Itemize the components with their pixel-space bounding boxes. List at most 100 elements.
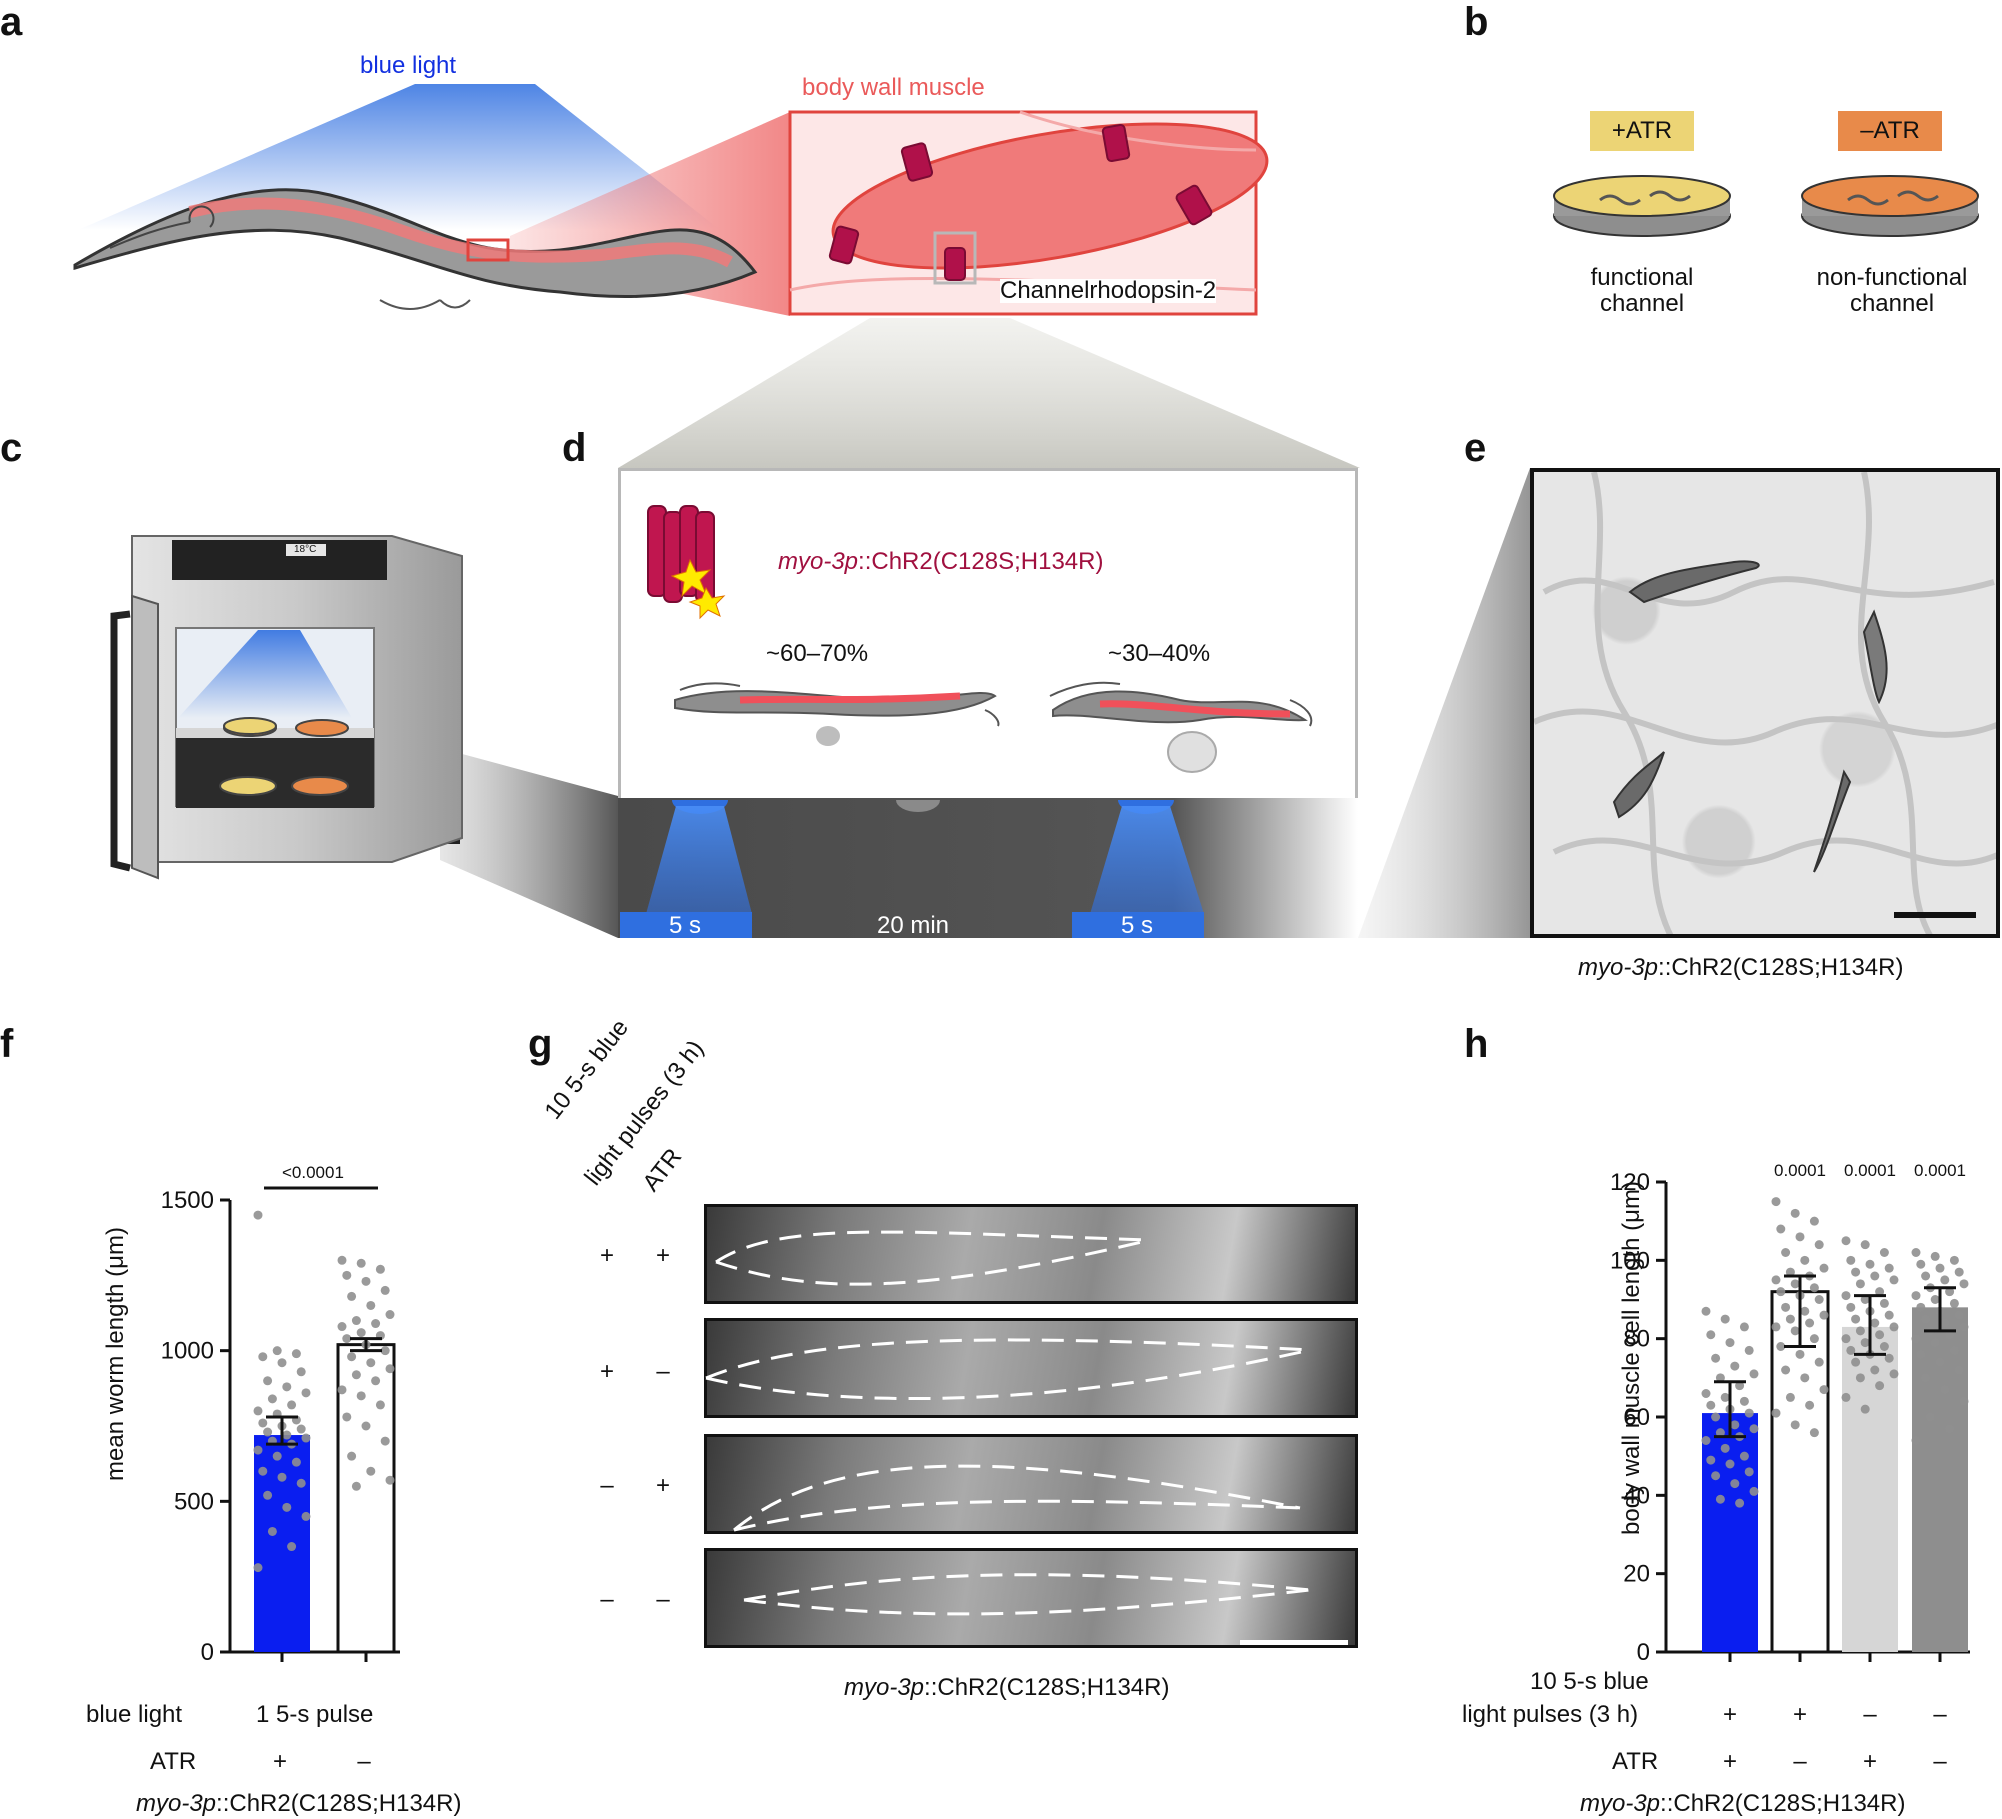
h-point-2-18 (1870, 1318, 1880, 1328)
h-point-0-32 (1735, 1498, 1745, 1508)
panel-label-c: c (0, 426, 23, 470)
g-row2-atr: – (656, 1358, 670, 1385)
h-point-2-14 (1846, 1302, 1856, 1312)
h-point-1-27 (1814, 1357, 1824, 1367)
h-point-3-31 (1925, 1412, 1935, 1422)
f-point-0-10 (287, 1400, 297, 1410)
f-caption-italic: myo-3p (136, 1790, 217, 1817)
f-point-0-16 (296, 1424, 306, 1434)
blue-light-label: blue light (360, 52, 457, 79)
f-ytick-label-0: 0 (201, 1639, 214, 1666)
f-point-1-3 (342, 1270, 352, 1280)
h-point-1-33 (1771, 1408, 1781, 1418)
g-image-row-1 (704, 1204, 1358, 1304)
h-point-0-12 (1720, 1392, 1730, 1402)
f-point-0-32 (287, 1542, 297, 1552)
h-point-2-21 (1875, 1330, 1885, 1340)
nonfunctional-label-2: channel (1849, 290, 1935, 317)
f-point-1-2 (375, 1264, 385, 1274)
h-point-1-6 (1781, 1248, 1791, 1257)
h-point-0-22 (1701, 1436, 1711, 1445)
h-point-3-26 (1935, 1357, 1945, 1367)
f-point-0-0 (253, 1210, 263, 1220)
f-point-0-22 (253, 1445, 263, 1455)
h-point-0-27 (1744, 1467, 1754, 1477)
h-point-2-22 (1841, 1334, 1851, 1344)
panel-label-a: a (0, 0, 23, 44)
f-point-1-5 (380, 1285, 390, 1295)
h-point-1-35 (1809, 1428, 1819, 1438)
f-point-1-30 (385, 1475, 395, 1485)
g-row1-light: + (599, 1242, 614, 1269)
f-point-1-4 (361, 1276, 371, 1286)
f-point-0-26 (277, 1472, 287, 1482)
h-point-0-19 (1749, 1424, 1759, 1434)
h-point-3-33 (1911, 1436, 1921, 1445)
h-point-3-22 (1911, 1334, 1921, 1344)
f-point-0-14 (258, 1418, 268, 1428)
f-point-1-22 (337, 1385, 347, 1395)
h-point-0-7 (1730, 1361, 1740, 1371)
h-point-3-18 (1940, 1318, 1950, 1328)
f-point-0-7 (282, 1382, 292, 1392)
g-image-row-2 (704, 1318, 1358, 1418)
h-point-0-20 (1715, 1428, 1725, 1438)
h-point-0-9 (1715, 1373, 1725, 1383)
f-point-1-16 (380, 1346, 390, 1356)
h-point-0-1 (1720, 1314, 1730, 1324)
h-point-3-29 (1940, 1385, 1950, 1395)
h-point-2-27 (1884, 1353, 1894, 1363)
h-row1-val-4: – (1933, 1701, 1947, 1728)
h-ytick-label-6: 120 (1610, 1169, 1650, 1196)
f-point-1-12 (356, 1328, 366, 1338)
h-point-0-3 (1706, 1330, 1716, 1340)
h-point-0-30 (1749, 1486, 1759, 1496)
h-point-3-30 (1959, 1396, 1969, 1406)
f-point-0-11 (253, 1406, 263, 1416)
h-point-0-17 (1711, 1412, 1721, 1422)
h-point-3-2 (1949, 1255, 1959, 1265)
h-point-3-12 (1930, 1295, 1940, 1304)
plus-atr-badge: +ATR (1590, 111, 1694, 151)
h-ytick-label-3: 60 (1623, 1404, 1650, 1431)
h-ytick-label-2: 40 (1623, 1482, 1650, 1509)
f-point-1-25 (342, 1412, 352, 1422)
d-construct-italic: myo-3p (778, 548, 859, 575)
interval-label: 20 min (876, 912, 950, 939)
h-point-1-0 (1771, 1197, 1781, 1207)
f-ytick-label-2: 1000 (161, 1338, 214, 1365)
f-point-0-27 (296, 1478, 306, 1488)
h-point-1-24 (1809, 1334, 1819, 1344)
h-point-0-24 (1739, 1451, 1749, 1461)
h-point-0-26 (1725, 1459, 1735, 1469)
d-construct-label: myo-3p::ChR2(C128S;H134R) (778, 550, 1103, 574)
h-point-0-13 (1739, 1396, 1749, 1406)
h-point-0-10 (1735, 1381, 1745, 1391)
h-point-1-9 (1785, 1267, 1795, 1277)
h-point-1-16 (1814, 1295, 1824, 1304)
h-point-3-8 (1959, 1279, 1969, 1289)
h-point-3-6 (1921, 1271, 1931, 1281)
h-point-2-16 (1884, 1310, 1894, 1320)
g-image-row-4 (704, 1548, 1358, 1648)
h-point-1-8 (1819, 1263, 1829, 1273)
h-point-2-30 (1889, 1369, 1899, 1379)
f-point-0-3 (258, 1352, 268, 1362)
h-point-1-17 (1781, 1302, 1791, 1312)
h-point-1-30 (1819, 1385, 1829, 1395)
f-point-1-31 (351, 1481, 361, 1491)
g-caption: myo-3p::ChR2(C128S;H134R) (844, 1676, 1169, 1700)
f-point-0-1 (272, 1346, 282, 1356)
f-ytick-label-1: 500 (174, 1488, 214, 1515)
h-point-3-16 (1954, 1310, 1964, 1320)
h-row2-val-2: – (1793, 1748, 1807, 1775)
g-image-row-3 (704, 1434, 1358, 1534)
h-row1-val-3: – (1863, 1701, 1877, 1728)
h-ytick-label-4: 80 (1623, 1326, 1650, 1353)
f-point-1-23 (356, 1391, 366, 1401)
h-point-0-8 (1749, 1369, 1759, 1379)
